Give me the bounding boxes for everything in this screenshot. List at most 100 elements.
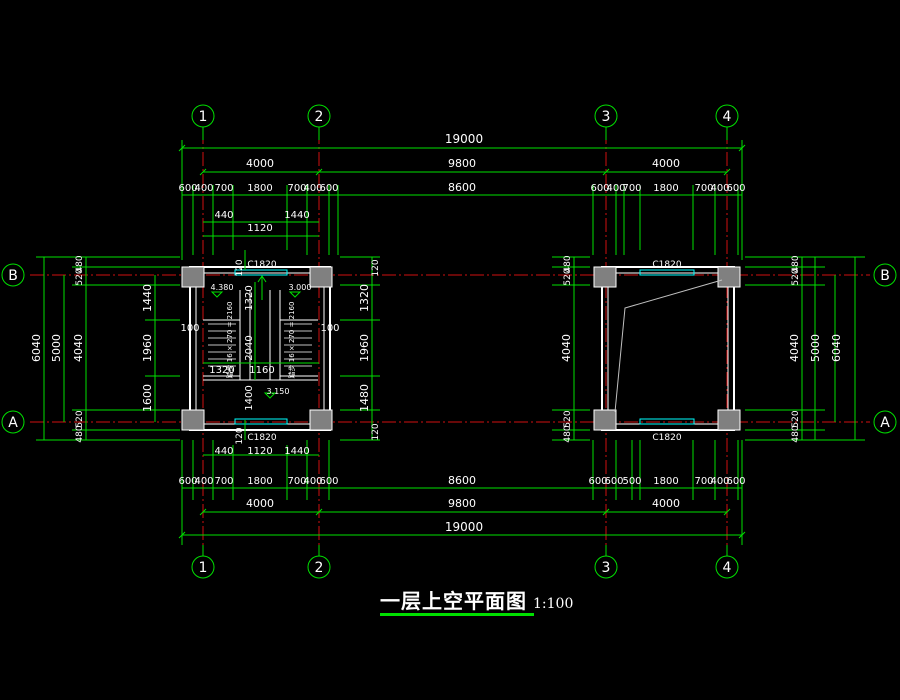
dim-stair-v-left-2: 1600 — [141, 384, 154, 412]
dim-right-480-bot: 480 — [791, 425, 801, 442]
axis-labels: 1 2 3 4 1 2 3 4 B A B A — [8, 109, 890, 576]
dim-stair-inner-0: 1320 — [209, 365, 234, 376]
dim-bay-2-bottom: 9800 — [448, 497, 476, 510]
vertical-dimension-text: 6040 5000 4040 480 520 520 480 1440 1960… — [30, 255, 843, 444]
dim-tl-6: 600 — [319, 183, 338, 194]
window-label-4: C1820 — [652, 433, 681, 443]
dim-bay-3-bottom: 4000 — [652, 497, 680, 510]
window — [234, 269, 288, 276]
dim-tr-4: 700 — [694, 183, 713, 194]
dim-tr-1: 400 — [606, 183, 625, 194]
dim-br-6: 600 — [726, 476, 745, 487]
dim-overall-top: 19000 — [445, 132, 483, 146]
axis-label-a-left: A — [8, 415, 18, 431]
dim-stair-inner-5: 100 — [180, 323, 199, 334]
window — [639, 269, 695, 276]
dim-mid-span-top: 8600 — [448, 181, 476, 194]
axis-label-3-bottom: 3 — [602, 560, 611, 576]
dim-left-6040: 6040 — [30, 334, 43, 362]
dim-stair-v-right-1: 1960 — [358, 334, 371, 362]
title-underline — [380, 613, 534, 616]
dim-r-in-520-top: 520 — [563, 268, 573, 285]
dim-tr-5: 400 — [710, 183, 729, 194]
axis-label-4-bottom: 4 — [723, 560, 732, 576]
column — [717, 266, 741, 288]
dim-br-0: 600 — [588, 476, 607, 487]
dim-right-520-bot: 520 — [791, 410, 801, 427]
dim-bay-1-top: 4000 — [246, 157, 274, 170]
dim-stair-inner-9: 120 — [235, 259, 245, 276]
dim-mid-span-bottom: 8600 — [448, 474, 476, 487]
dim-stair-inner-3: 1160 — [249, 365, 274, 376]
dim-bl-1: 400 — [194, 476, 213, 487]
dim-stair-inner-8: 120 — [371, 423, 381, 440]
drawing-title: 一层上空平面图 1:100 — [380, 585, 574, 616]
column — [181, 266, 205, 288]
dim-tr-3: 1800 — [653, 183, 678, 194]
dim-stair-v-left-1: 1960 — [141, 334, 154, 362]
dim-tl-0: 600 — [178, 183, 197, 194]
window — [234, 418, 288, 425]
drawing-scale: 1:100 — [533, 596, 574, 612]
axis-label-1-top: 1 — [199, 109, 208, 125]
dim-tl-5: 400 — [303, 183, 322, 194]
dim-bl-3: 1800 — [247, 476, 272, 487]
dim-stair-v-left-0: 1440 — [141, 284, 154, 312]
dimension-ticks — [178, 144, 746, 539]
dim-stair-top-1: 1120 — [247, 223, 272, 234]
dim-tr-2: 700 — [622, 183, 641, 194]
window-label-1: C1820 — [247, 260, 276, 270]
right-building — [593, 266, 741, 431]
dim-br-5: 400 — [710, 476, 729, 487]
dimension-text: 19000 4000 9800 4000 600 400 700 1800 70… — [178, 132, 745, 534]
dim-left-480-top: 480 — [75, 255, 85, 272]
column — [309, 409, 333, 431]
dim-tr-6: 600 — [726, 183, 745, 194]
column — [309, 266, 333, 288]
dim-stair-inner-1320: 1320 — [244, 285, 255, 310]
dim-stair-inner-1400: 1400 — [244, 385, 255, 410]
dim-left-480-bot: 480 — [75, 425, 85, 442]
dim-bl-6: 600 — [319, 476, 338, 487]
dim-right-6040: 6040 — [830, 334, 843, 362]
level-label-1: 4.380 — [211, 283, 234, 292]
dim-bl-2: 700 — [214, 476, 233, 487]
dim-left-520-top: 520 — [75, 268, 85, 285]
axis-label-b-left: B — [8, 268, 18, 284]
column — [593, 409, 617, 431]
dim-br-3: 1800 — [653, 476, 678, 487]
dim-left-5000: 5000 — [50, 334, 63, 362]
axis-label-3-top: 3 — [602, 109, 611, 125]
dim-tl-4: 700 — [287, 183, 306, 194]
dim-stair-inner-2040: 2040 — [244, 335, 255, 360]
stair-note-2: 踏步 16 × 270 = 2160 — [287, 302, 296, 379]
dim-bay-1-bottom: 4000 — [246, 497, 274, 510]
dim-right-520-top: 520 — [791, 268, 801, 285]
dim-stair-top-2: 1440 — [284, 210, 309, 221]
dim-stair-v-right-2: 1480 — [358, 384, 371, 412]
dim-tl-1: 400 — [194, 183, 213, 194]
column — [181, 409, 205, 431]
axis-bubbles — [1, 104, 897, 579]
dim-tl-3: 1800 — [247, 183, 272, 194]
dim-br-4: 700 — [694, 476, 713, 487]
dim-br-2: 500 — [622, 476, 641, 487]
dim-tl-2: 700 — [214, 183, 233, 194]
axis-label-b-right: B — [880, 268, 890, 284]
dim-stair-bot-0: 440 — [214, 446, 233, 457]
column — [717, 409, 741, 431]
axis-label-2-top: 2 — [315, 109, 324, 125]
window-label-3: C1820 — [652, 260, 681, 270]
dim-right-5000: 5000 — [809, 334, 822, 362]
dim-stair-top-0: 440 — [214, 210, 233, 221]
dim-right-inner-4040: 4040 — [560, 334, 573, 362]
dim-bl-0: 600 — [178, 476, 197, 487]
column — [593, 266, 617, 288]
drawing-title-text: 一层上空平面图 — [380, 589, 527, 613]
axis-label-4-top: 4 — [723, 109, 732, 125]
axis-label-a-right: A — [880, 415, 890, 431]
dim-bay-3-top: 4000 — [652, 157, 680, 170]
dim-stair-inner-10: 120 — [235, 427, 245, 444]
dim-stair-bot-1: 1120 — [247, 446, 272, 457]
